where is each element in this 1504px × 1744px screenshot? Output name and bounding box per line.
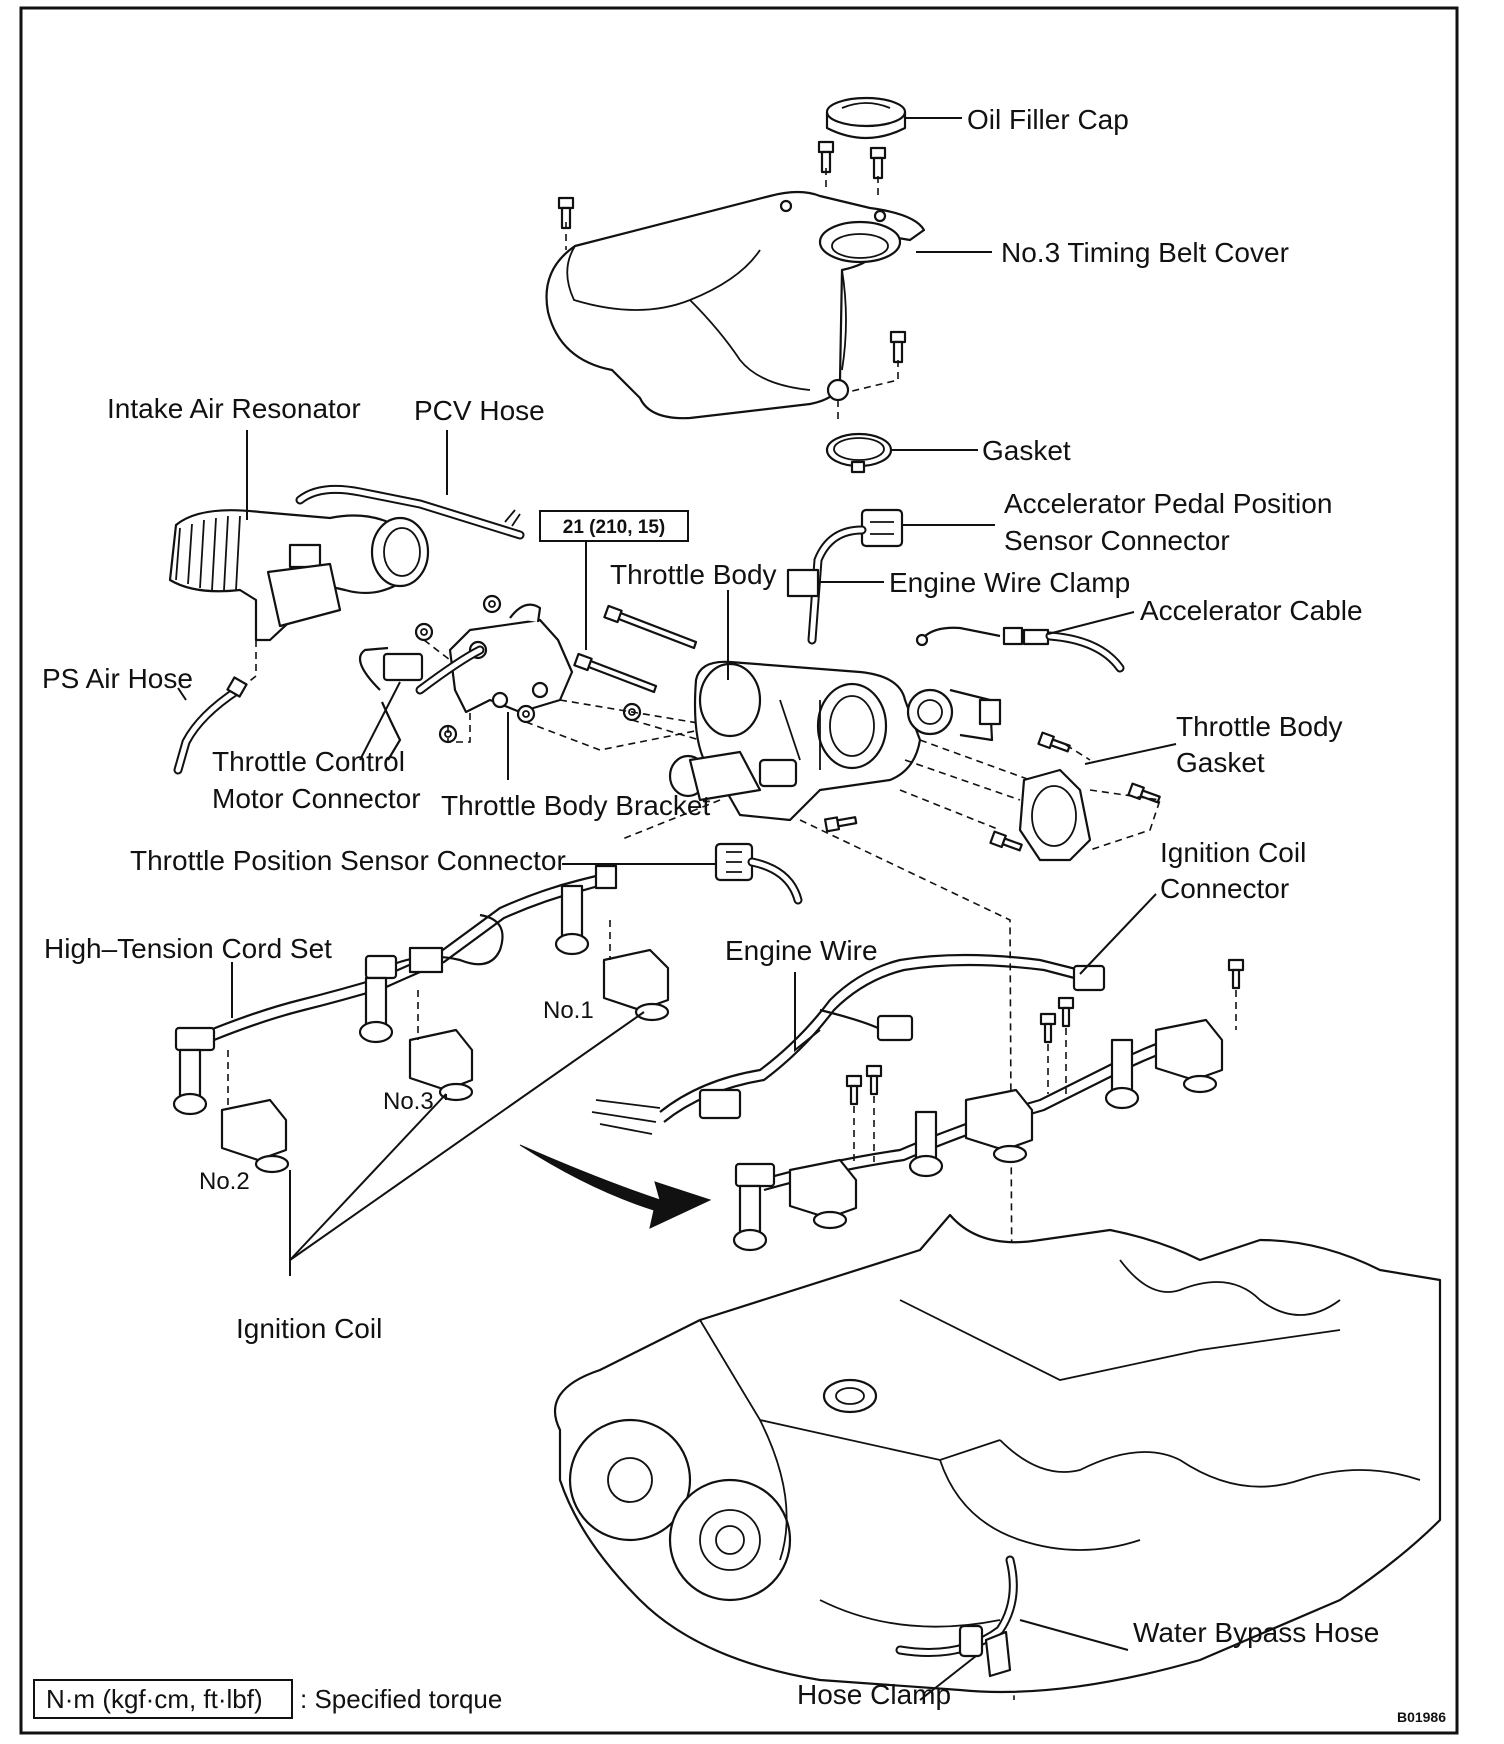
label-throttle-control-motor-connector-1: Throttle Control <box>212 746 405 777</box>
label-ignition-coil-connector-2: Connector <box>1160 873 1289 904</box>
label-ps-air-hose: PS Air Hose <box>42 663 193 694</box>
engine-wire-part <box>659 953 1106 1123</box>
label-throttle-body: Throttle Body <box>610 559 777 590</box>
label-accel-pedal-sensor-connector-2: Sensor Connector <box>1004 525 1230 556</box>
label-ignition-coil: Ignition Coil <box>236 1313 382 1344</box>
ignition-coil-no3 <box>408 1028 474 1102</box>
label-engine-wire: Engine Wire <box>725 935 878 966</box>
leader-lines <box>177 117 1177 1701</box>
throttle-body-bolts <box>573 604 698 694</box>
oil-filler-cap-part <box>825 96 907 140</box>
label-throttle-control-motor-connector-2: Motor Connector <box>212 783 421 814</box>
figure-code: B01986 <box>1397 1709 1446 1725</box>
label-accelerator-cable: Accelerator Cable <box>1140 595 1363 626</box>
label-engine-wire-clamp: Engine Wire Clamp <box>889 567 1130 598</box>
throttle-body-part <box>668 660 1002 822</box>
label-throttle-body-bracket: Throttle Body Bracket <box>441 790 710 821</box>
torque-legend: N·m (kgf·cm, ft·lbf) : Specified torque <box>33 1679 502 1719</box>
accel-pedal-sensor-connector-part <box>786 508 904 645</box>
legend-description: : Specified torque <box>300 1684 502 1714</box>
high-tension-cord-set-part <box>172 864 618 1116</box>
ignition-coil-no1 <box>602 948 670 1022</box>
ignition-coil-no2 <box>220 1098 290 1174</box>
water-bypass-hose-part <box>895 1555 1018 1678</box>
gasket-part <box>825 432 893 474</box>
label-throttle-body-gasket-2: Gasket <box>1176 747 1265 778</box>
label-throttle-position-sensor-connector: Throttle Position Sensor Connector <box>130 845 566 876</box>
label-no3-timing-belt-cover: No.3 Timing Belt Cover <box>1001 237 1289 268</box>
label-oil-filler-cap: Oil Filler Cap <box>967 104 1129 135</box>
label-intake-air-resonator: Intake Air Resonator <box>107 393 361 424</box>
ps-air-hose-part <box>173 676 248 775</box>
throttle-control-motor-connector-part <box>358 645 485 761</box>
intake-air-resonator-part <box>168 509 430 642</box>
torque-spec-callout: 21 (210, 15) <box>539 510 689 542</box>
coil-bolts <box>845 958 1245 1106</box>
label-ignition-coil-connector-1: Ignition Coil <box>1160 837 1306 868</box>
diagram-frame <box>19 6 1459 1735</box>
throttle-position-sensor-connector-part <box>714 842 803 905</box>
legend-unit-box: N·m (kgf·cm, ft·lbf) <box>46 1684 263 1714</box>
torque-spec-value: 21 (210, 15) <box>563 517 665 538</box>
label-water-bypass-hose: Water Bypass Hose <box>1133 1617 1379 1648</box>
label-gasket: Gasket <box>982 435 1071 466</box>
gasket-bolts <box>823 731 1161 852</box>
label-high-tension-cord-set: High–Tension Cord Set <box>44 933 332 964</box>
label-coil-no2: No.2 <box>199 1168 250 1195</box>
pcv-hose-part <box>295 484 525 540</box>
accelerator-cable-part <box>915 626 1125 673</box>
throttle-body-gasket-part <box>1018 768 1092 862</box>
label-hose-clamp: Hose Clamp <box>797 1679 951 1710</box>
label-coil-no1: No.1 <box>543 997 594 1024</box>
right-cord-set-part <box>732 1018 1224 1252</box>
label-coil-no3: No.3 <box>383 1088 434 1115</box>
timing-belt-cover-part <box>545 190 926 420</box>
label-accel-pedal-sensor-connector-1: Accelerator Pedal Position <box>1004 488 1332 519</box>
label-throttle-body-gasket-1: Throttle Body <box>1176 711 1343 742</box>
engine-block-part <box>554 1213 1442 1694</box>
direction-arrow-icon <box>519 1099 712 1229</box>
label-pcv-hose: PCV Hose <box>414 395 545 426</box>
